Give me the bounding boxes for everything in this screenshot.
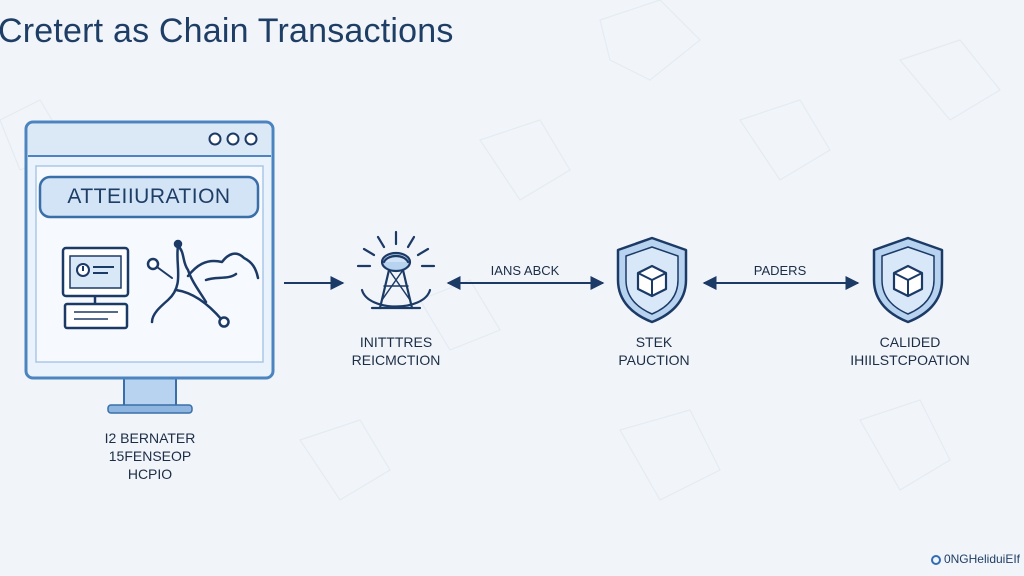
node-3-label-line-1: CALIDED: [879, 334, 941, 350]
window-button-3: [244, 132, 258, 146]
edge-label-2: PADERS: [753, 263, 807, 278]
window-button-1: [208, 132, 222, 146]
screen-title: ATTEIIURATION: [67, 185, 231, 208]
brand-logo-icon: [930, 555, 941, 565]
terminal-icon: [61, 246, 130, 330]
edge-label-1: IANS ABCK: [490, 263, 560, 278]
computer-caption-line-3: HCPIO: [127, 466, 173, 482]
monitor-stand-neck: [123, 377, 177, 407]
footer-brand: 0NGHeliduiEIf: [930, 552, 1020, 566]
monitor-stand-base: [107, 404, 193, 414]
computer-caption-line-1: I2 BERNATER: [104, 430, 196, 446]
footer-text: 0NGHeliduiEIf: [943, 552, 1020, 566]
window-button-2: [226, 132, 240, 146]
node-2-label-line-1: STEK: [635, 334, 673, 350]
computer-caption-line-2: 15FENSEOP: [108, 448, 192, 464]
shield-cube-icon: [616, 236, 688, 324]
node-1-label: INITTTRES REICMCTION: [326, 333, 466, 369]
screen-title-box: [38, 175, 260, 219]
node-2-label-line-2: PAUCTION: [618, 352, 690, 368]
computer-monitor: [24, 120, 275, 414]
node-1-label-line-1: INITTTRES: [359, 334, 433, 350]
page-title: Cretert as Chain Transactions: [0, 12, 454, 50]
antenna-icon: [356, 230, 436, 310]
computer-caption: I2 BERNATER 15FENSEOP HCPIO: [90, 429, 210, 483]
node-3-label: CALIDED IHIILSTCPOATION: [830, 333, 990, 369]
node-1-label-line-2: REICMCTION: [351, 352, 441, 368]
node-2-label: STEK PAUCTION: [584, 333, 724, 369]
node-3-label-line-2: IHIILSTCPOATION: [850, 352, 970, 368]
shield-cube-icon: [872, 236, 944, 324]
network-map-icon: [146, 239, 260, 328]
window-titlebar: [28, 124, 271, 156]
